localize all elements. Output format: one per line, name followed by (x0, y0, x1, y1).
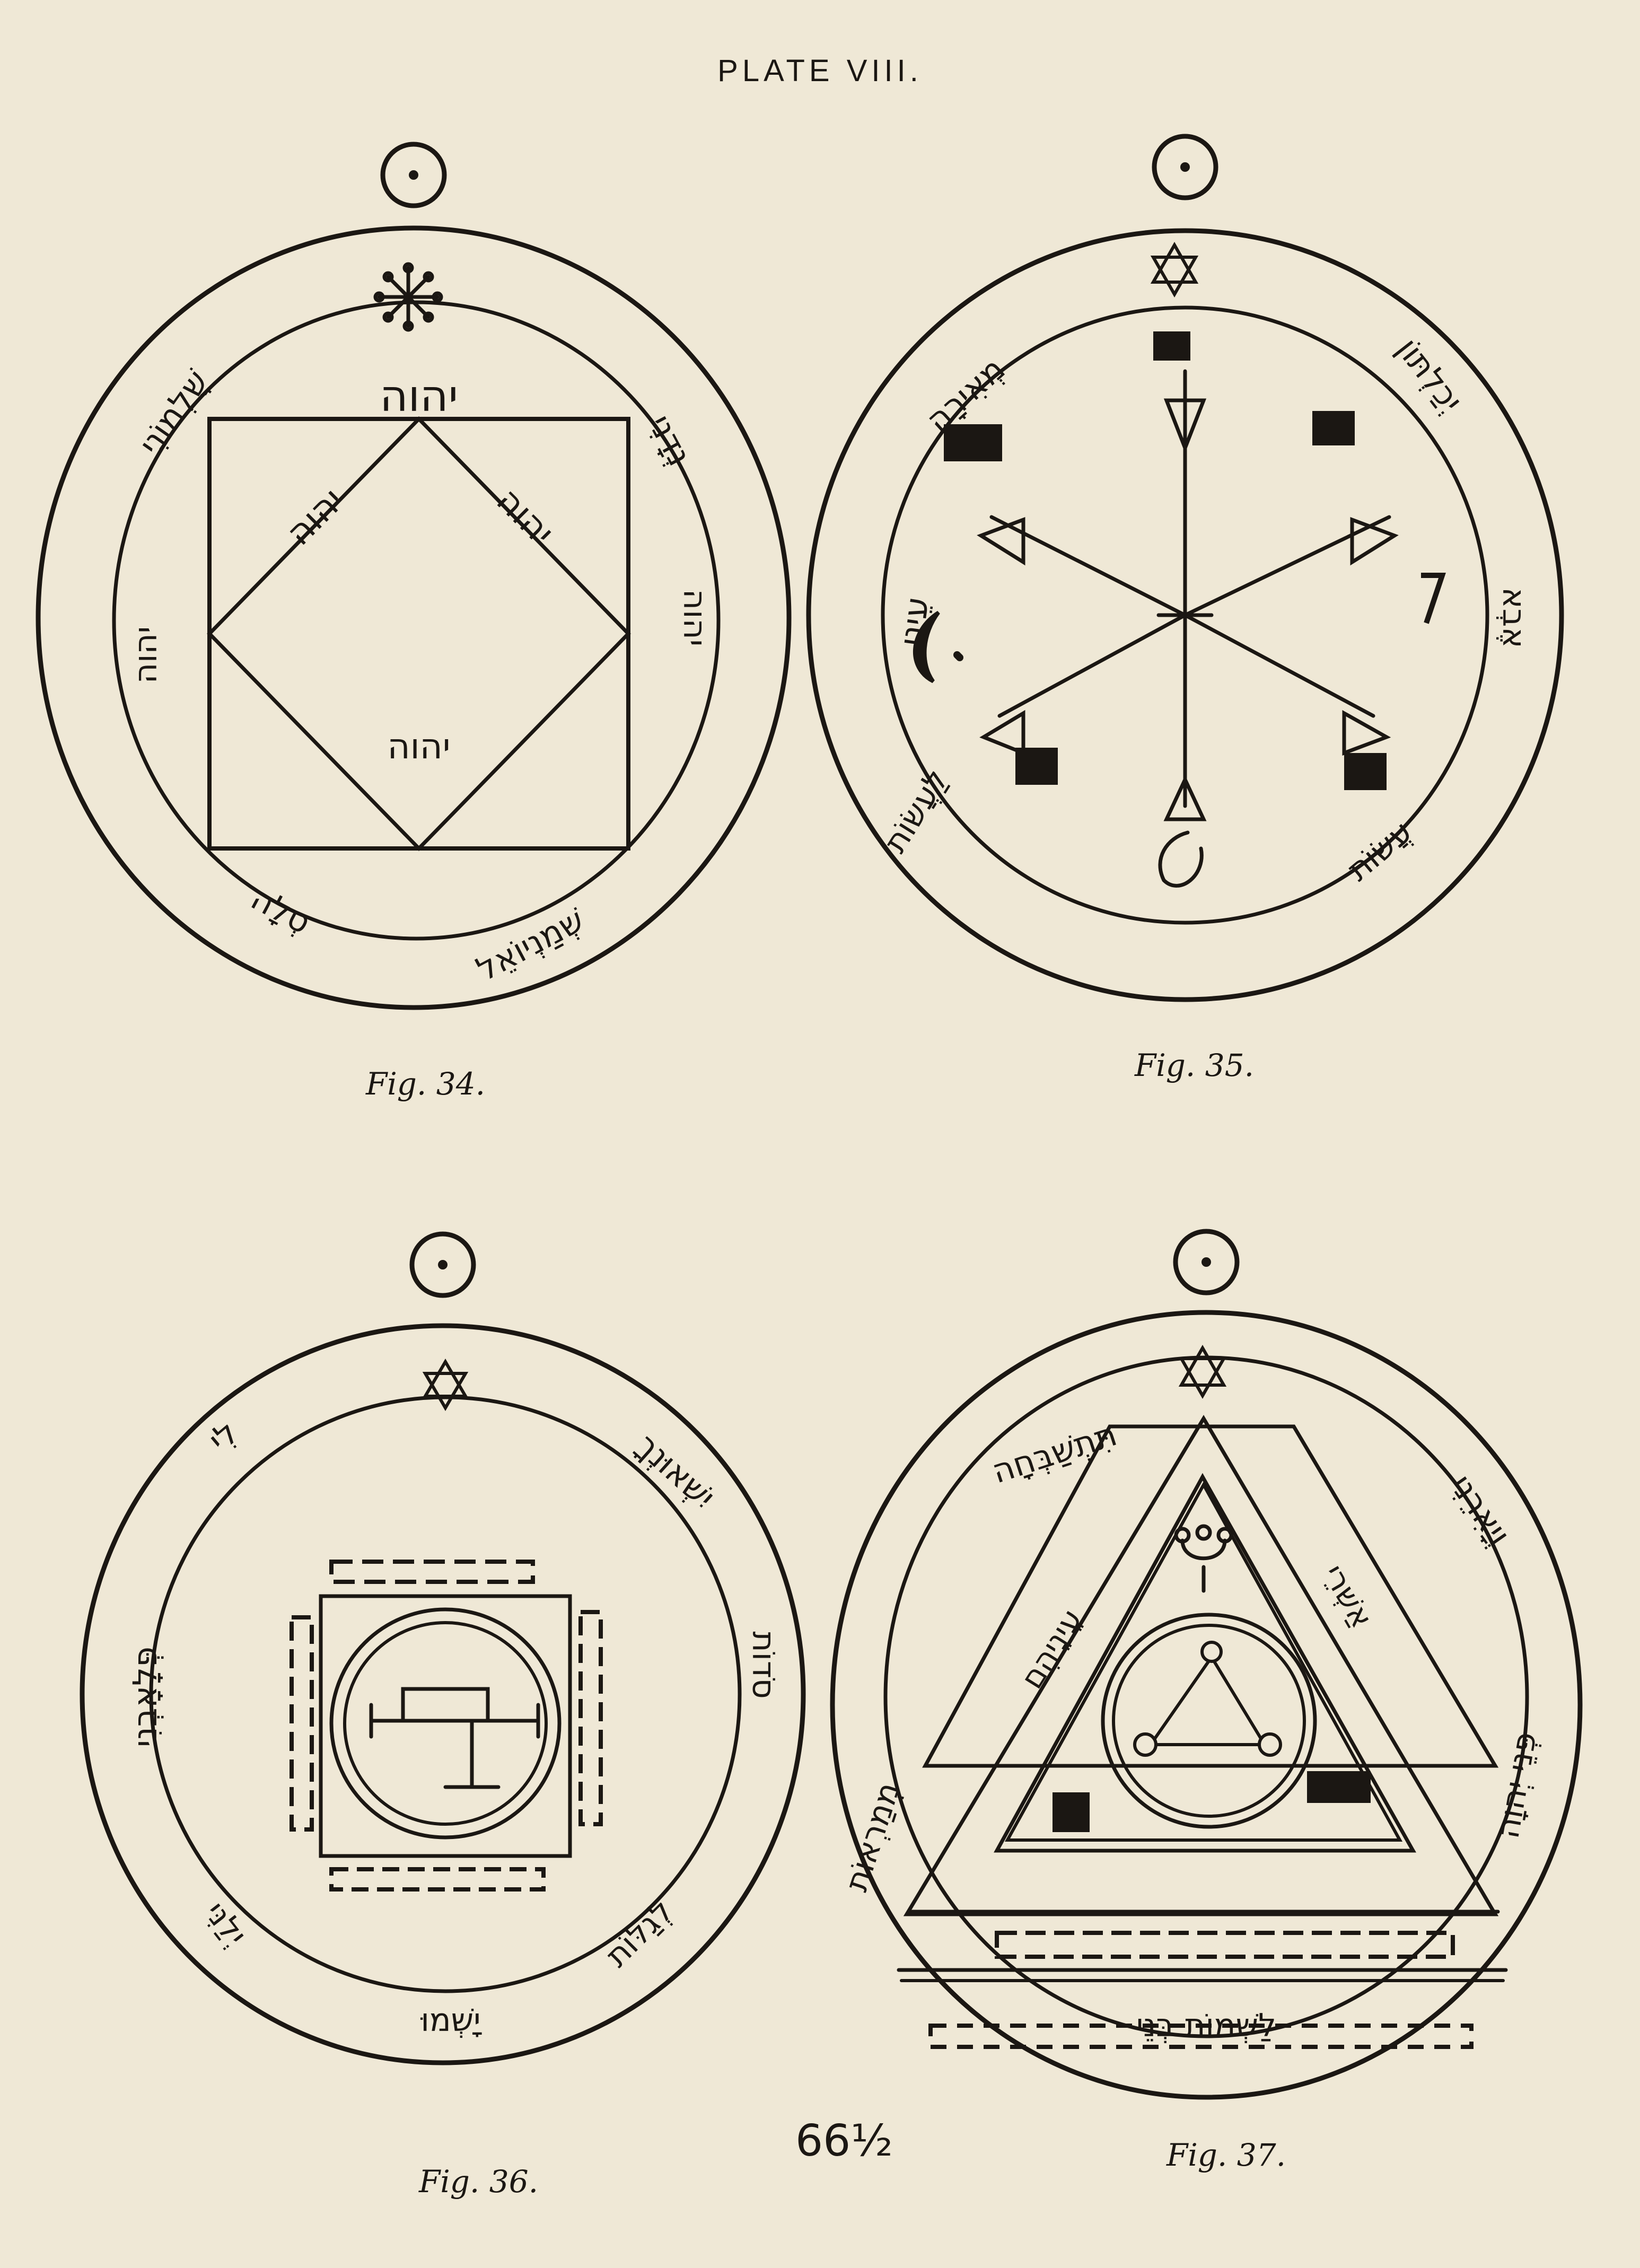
center-small-triangle (1147, 1654, 1268, 1746)
figure-37-caption: Fig. 37. (1167, 2137, 1286, 2173)
figure-35-caption: Fig. 35. (1135, 1047, 1255, 1083)
sun-circle-dot-icon (409, 1231, 476, 1298)
ring-text-bottom: לַשְׁמוֹת בְּנֵי (1136, 2007, 1276, 2044)
center-divine-name: יהוה (380, 371, 458, 422)
outer-ring (806, 228, 1564, 1002)
middle-triangle (903, 1415, 1499, 1916)
hexagram-icon (422, 1359, 469, 1411)
figure-34-caption: Fig. 34. (366, 1066, 486, 1102)
inner-text-left: עֵינֵיהֶם (1013, 1603, 1090, 1695)
page-number: 66½ (795, 2116, 893, 2166)
inner-diamond (207, 416, 631, 852)
ring-text-right: פְּנֵי יְהוָה (1489, 1729, 1544, 1841)
inner-circle-inner (343, 1621, 548, 1826)
ring-text-left: פְּלָאָבְנִי (126, 1647, 164, 1747)
crescent-moon-icon (913, 611, 940, 684)
outer-ring (830, 1310, 1583, 2100)
inner-ring (881, 305, 1489, 925)
ring-text-right: אֶבְא (1495, 588, 1532, 649)
ring-text-top-left: תִּתְשַׁבְּחָה (987, 1414, 1121, 1491)
eight-pointed-star-icon (373, 262, 443, 332)
seal-glyph-band (928, 1771, 1474, 2049)
radiating-spokes (977, 369, 1399, 821)
trident-glyph (1174, 1524, 1233, 1593)
ring-text-left: יהוה (127, 626, 164, 684)
figure-35-seal: מְאִירָה יְכַלְתּוֹן עֵינִי אֶבְא לַעֲשׂ… (806, 134, 1564, 1002)
hexagram-icon (1178, 1344, 1227, 1399)
core-triangle (1004, 1481, 1403, 1842)
outer-ring (80, 1323, 806, 2065)
ring-text-left: עֵינִי (891, 594, 936, 648)
sun-circle-dot-icon (1152, 134, 1218, 200)
figure-36-caption: Fig. 36. (419, 2164, 539, 2200)
sun-circle-dot-icon (1173, 1229, 1240, 1295)
seal-glyph-bottom (1158, 830, 1204, 888)
inner-name-bottom: יהוה (388, 726, 451, 767)
central-cross-glyph (369, 1687, 540, 1789)
center-circle (1101, 1613, 1317, 1829)
ring-text-right: סֹדוֹת (745, 1631, 782, 1698)
ring-text-bottom: יָשְׁמוּ (420, 2002, 482, 2039)
outer-ring (36, 225, 792, 1010)
seal-glyphs (944, 331, 1446, 790)
inner-ring (112, 300, 721, 941)
seal-glyphs (290, 1560, 603, 1892)
figure-34-seal: יהוה יהוה יהוה יהוה שֻׁלְמוֹנִי נְדָנִי … (36, 142, 792, 1010)
ring-text-left: מְמַרְאוֹת (838, 1778, 908, 1896)
inner-circle-outer (329, 1607, 562, 1840)
sun-circle-dot-icon (380, 142, 447, 208)
outer-triangle (922, 1424, 1499, 1768)
ring-text-right: יהוה (676, 589, 713, 646)
hexagram-icon (1150, 241, 1199, 298)
inner-triangle (994, 1473, 1416, 1853)
plate-title: PLATE VIII. (717, 54, 923, 88)
inner-square (319, 1594, 572, 1858)
